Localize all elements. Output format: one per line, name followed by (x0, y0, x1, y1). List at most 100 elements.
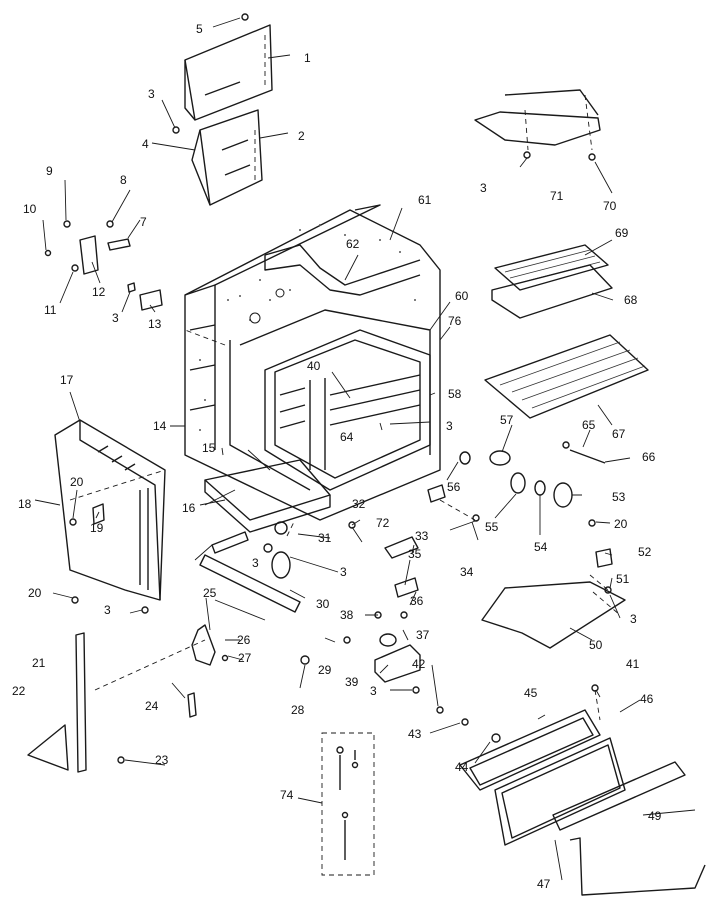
callout-3: 3 (252, 556, 259, 570)
dashed-assembly-lines (69, 35, 621, 721)
callout-26: 26 (237, 633, 251, 647)
callout-3: 3 (446, 419, 453, 433)
callout-14: 14 (153, 419, 167, 433)
part-oven-liner (264, 329, 431, 491)
callout-69: 69 (615, 226, 629, 240)
callout-16: 16 (182, 501, 196, 515)
callout-46: 46 (640, 692, 654, 706)
callout-3: 3 (370, 684, 377, 698)
callout-5: 5 (196, 22, 203, 36)
callout-2: 2 (298, 129, 305, 143)
callout-13: 13 (148, 317, 162, 331)
callout-34: 34 (460, 565, 474, 579)
part-side-trim (27, 632, 125, 773)
callout-3: 3 (340, 565, 347, 579)
callout-28: 28 (291, 703, 305, 717)
callout-18: 18 (18, 497, 32, 511)
callout-53: 53 (612, 490, 626, 504)
callout-51: 51 (616, 572, 630, 586)
screws-top (172, 13, 249, 134)
callout-56: 56 (447, 480, 461, 494)
callout-68: 68 (624, 293, 638, 307)
callout-44: 44 (455, 760, 469, 774)
callout-1: 1 (304, 51, 311, 65)
part-drawer-bottom (481, 548, 626, 649)
callout-3: 3 (104, 603, 111, 617)
callout-25: 25 (203, 586, 217, 600)
part-hardware-kit (321, 732, 375, 876)
callout-20: 20 (70, 475, 84, 489)
callout-70: 70 (603, 199, 617, 213)
callout-43: 43 (408, 727, 422, 741)
part-oven-body (184, 204, 441, 521)
callout-20: 20 (28, 586, 42, 600)
part-broiler-rack (474, 89, 649, 419)
callout-57: 57 (500, 413, 514, 427)
callout-64: 64 (340, 430, 354, 444)
callout-3: 3 (148, 87, 155, 101)
part-burner-rings (459, 441, 606, 527)
callout-30: 30 (316, 597, 330, 611)
callout-17: 17 (60, 373, 74, 387)
callout-41: 41 (626, 657, 640, 671)
callout-29: 29 (318, 663, 332, 677)
callout-74: 74 (280, 788, 294, 802)
callout-71: 71 (550, 189, 564, 203)
callout-3: 3 (480, 181, 487, 195)
callout-54: 54 (534, 540, 548, 554)
callout-8: 8 (120, 173, 127, 187)
callout-19: 19 (90, 521, 104, 535)
callout-55: 55 (485, 520, 499, 534)
part-bracket-small (44, 220, 163, 311)
part-burner-assembly (187, 521, 356, 718)
callout-52: 52 (638, 545, 652, 559)
callout-66: 66 (642, 450, 656, 464)
callout-40: 40 (307, 359, 321, 373)
callout-21: 21 (32, 656, 46, 670)
part-top-panel (184, 24, 273, 121)
callout-61: 61 (418, 193, 432, 207)
callout-10: 10 (23, 202, 37, 216)
callout-9: 9 (46, 164, 53, 178)
part-side-panel (54, 419, 166, 614)
callout-72: 72 (376, 516, 390, 530)
leader-lines (34, 17, 696, 881)
callout-24: 24 (145, 699, 159, 713)
part-bottom-tray (204, 459, 331, 533)
callout-42: 42 (412, 657, 426, 671)
callout-37: 37 (416, 628, 430, 642)
callout-67: 67 (612, 427, 626, 441)
callout-49: 49 (648, 809, 662, 823)
callout-32: 32 (352, 497, 366, 511)
callout-4: 4 (142, 137, 149, 151)
callout-labels: 1 2 3 3 3 3 3 3 3 3 3 4 5 7 8 9 10 11 12… (12, 22, 662, 891)
callout-58: 58 (448, 387, 462, 401)
callout-47: 47 (537, 877, 551, 891)
callout-33: 33 (415, 529, 429, 543)
callout-22: 22 (12, 684, 26, 698)
callout-76: 76 (448, 314, 462, 328)
part-control-components (374, 484, 480, 694)
callout-3: 3 (112, 311, 119, 325)
callout-20: 20 (614, 517, 628, 531)
callout-45: 45 (524, 686, 538, 700)
part-rear-panel (191, 109, 263, 206)
part-drawer-assembly (436, 684, 706, 896)
callout-50: 50 (589, 638, 603, 652)
callout-39: 39 (345, 675, 359, 689)
callout-15: 15 (202, 441, 216, 455)
callout-23: 23 (155, 753, 169, 767)
callout-36: 36 (410, 594, 424, 608)
callout-11: 11 (44, 303, 57, 317)
callout-7: 7 (140, 215, 147, 229)
callout-38: 38 (340, 608, 354, 622)
callout-3: 3 (630, 612, 637, 626)
callout-35: 35 (408, 547, 422, 561)
callout-62: 62 (346, 237, 360, 251)
callout-31: 31 (318, 531, 332, 545)
callout-65: 65 (582, 418, 596, 432)
callout-60: 60 (455, 289, 469, 303)
callout-27: 27 (238, 651, 252, 665)
callout-12: 12 (92, 285, 106, 299)
